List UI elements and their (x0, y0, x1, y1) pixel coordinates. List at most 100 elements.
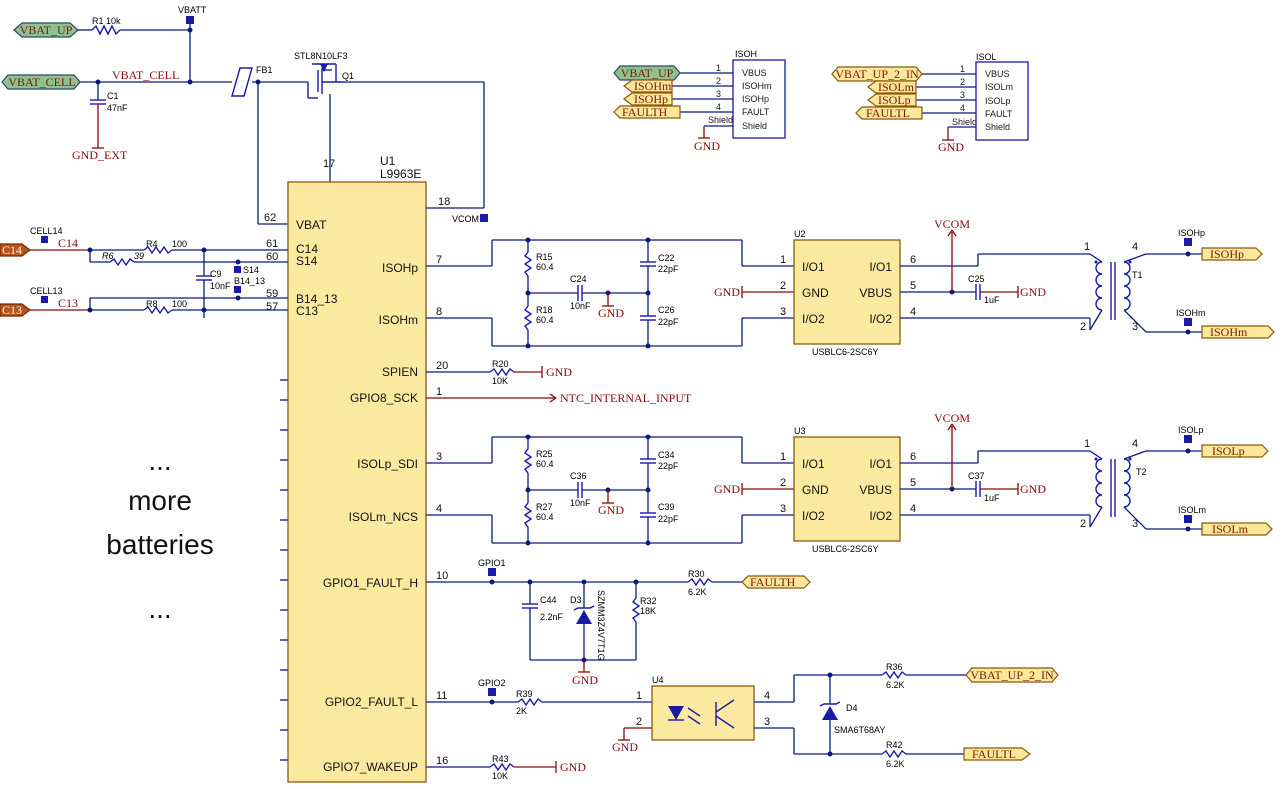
svg-text:C1: C1 (107, 91, 119, 101)
svg-text:10nF: 10nF (570, 498, 591, 508)
svg-text:GND: GND (598, 503, 624, 517)
r6-resistor: R6 39 (102, 251, 144, 267)
svg-text:C25: C25 (968, 274, 985, 284)
svg-text:GND: GND (714, 285, 740, 299)
c25-capacitor: C25 1uF (968, 274, 1000, 305)
svg-text:17: 17 (323, 158, 335, 170)
svg-text:I/O2: I/O2 (869, 312, 892, 326)
svg-text:18K: 18K (640, 606, 656, 616)
svg-text:GPIO2: GPIO2 (478, 678, 506, 688)
svg-text:3: 3 (780, 306, 786, 318)
svg-text:C34: C34 (658, 450, 675, 460)
svg-text:10k: 10k (106, 16, 121, 26)
svg-text:6.2K: 6.2K (688, 587, 707, 597)
svg-text:1: 1 (780, 254, 786, 266)
ellipsis-bottom: ... (148, 593, 171, 624)
svg-text:I/O1: I/O1 (802, 260, 825, 274)
u1-pin-isolp: ISOLp_SDI (357, 457, 418, 471)
svg-text:4: 4 (1132, 438, 1138, 450)
out-isolp-flag: ISOLp (1201, 444, 1269, 458)
svg-text:3: 3 (764, 716, 770, 728)
svg-text:U2: U2 (794, 229, 806, 239)
u3-ic: U3 USBLC6-2SC6Y I/O1 GND I/O2 I/O1 VBUS … (780, 426, 916, 554)
r36-resistor: R36 6.2K (881, 662, 907, 690)
svg-text:ISOHp: ISOHp (1210, 247, 1244, 261)
svg-text:1: 1 (1084, 241, 1090, 253)
svg-text:10: 10 (436, 570, 448, 582)
svg-text:R43: R43 (492, 754, 509, 764)
isoh-vbat-up-flag: VBAT_UP (613, 65, 681, 81)
svg-text:22pF: 22pF (658, 264, 679, 274)
svg-text:100: 100 (172, 239, 187, 249)
c9-capacitor: C9 10nF (196, 269, 231, 291)
isol-isolp-flag: ISOLp (867, 93, 917, 107)
c37-capacitor: C37 1uF (968, 471, 1000, 503)
svg-text:3: 3 (780, 503, 786, 515)
svg-text:4: 4 (910, 503, 916, 515)
svg-text:3: 3 (436, 451, 442, 463)
svg-text:2: 2 (1080, 321, 1086, 333)
svg-text:I/O1: I/O1 (869, 260, 892, 274)
u1-pin-vbat: VBAT (296, 218, 327, 232)
u1-pin-b14-13: B14_13 (296, 292, 338, 306)
svg-text:R1: R1 (92, 16, 104, 26)
vcom2-label: VCOM (934, 411, 970, 425)
isol-faultl-flag: FAULTL (855, 106, 923, 120)
u4-optocoupler: U4 4 3 (651, 675, 770, 741)
r42-resistor: R42 6.2K (881, 740, 907, 769)
svg-text:1: 1 (636, 690, 642, 702)
svg-text:22pF: 22pF (658, 514, 679, 524)
out-faulth-flag: FAULTH (741, 575, 811, 589)
svg-text:6: 6 (910, 254, 916, 266)
svg-text:C26: C26 (658, 305, 675, 315)
out-isohp-flag: ISOHp (1201, 247, 1263, 261)
svg-text:FAULTL: FAULTL (866, 106, 910, 120)
ellipsis-top: ... (148, 445, 171, 476)
svg-text:C14: C14 (2, 243, 22, 257)
svg-text:FAULT: FAULT (742, 107, 770, 117)
svg-text:60.4: 60.4 (536, 315, 554, 325)
svg-text:1uF: 1uF (984, 493, 1000, 503)
svg-text:1: 1 (780, 451, 786, 463)
svg-text:10nF: 10nF (570, 301, 591, 311)
svg-text:10nF: 10nF (210, 281, 231, 291)
svg-text:2.2nF: 2.2nF (540, 612, 564, 622)
r4-resistor: R4 100 (143, 239, 187, 255)
svg-text:GPIO1: GPIO1 (478, 558, 506, 568)
svg-text:18: 18 (438, 196, 450, 208)
svg-text:C14: C14 (58, 236, 78, 250)
svg-text:R8: R8 (146, 299, 158, 309)
svg-text:GND: GND (546, 365, 572, 379)
isoh-isohm-flag: ISOHm (623, 79, 673, 93)
svg-text:C9: C9 (210, 269, 222, 279)
svg-text:47nF: 47nF (107, 103, 128, 113)
svg-text:1: 1 (960, 64, 965, 74)
d3-zener-diode: D3 SZMM3Z4V7T1G (570, 590, 606, 661)
c39-capacitor: C39 22pF (640, 502, 679, 524)
cell13-testpoint-label: CELL13 (30, 286, 63, 296)
svg-text:C22: C22 (658, 253, 675, 263)
fb1-ferrite-bead: FB1 (231, 65, 273, 97)
svg-text:D4: D4 (846, 703, 858, 713)
svg-text:GND: GND (714, 482, 740, 496)
svg-text:U4: U4 (652, 675, 664, 685)
u1-pin-c13: C13 (296, 304, 318, 318)
svg-text:D3: D3 (570, 595, 582, 605)
svg-text:62: 62 (264, 212, 276, 224)
svg-text:60.4: 60.4 (536, 459, 554, 469)
t1-transformer: T1 1 2 4 3 (1080, 241, 1143, 333)
svg-text:2K: 2K (516, 706, 527, 716)
svg-text:Shield: Shield (742, 121, 767, 131)
b14-13-testpoint-label: B14_13 (234, 276, 265, 286)
c34-capacitor: C34 22pF (640, 450, 679, 471)
vcom-testpoint-label: VCOM (452, 214, 479, 224)
svg-text:R4: R4 (146, 239, 158, 249)
isoh-isohp-flag: ISOHp (623, 92, 673, 106)
svg-text:ISOHp: ISOHp (634, 92, 668, 106)
vcom1-label: VCOM (934, 217, 970, 231)
r25-resistor: R25 60.4 (523, 448, 554, 474)
svg-text:Shield: Shield (708, 115, 733, 125)
svg-text:T2: T2 (1136, 467, 1147, 477)
svg-text:USBLC6-2SC6Y: USBLC6-2SC6Y (812, 544, 879, 554)
batteries-text: batteries (106, 529, 213, 560)
